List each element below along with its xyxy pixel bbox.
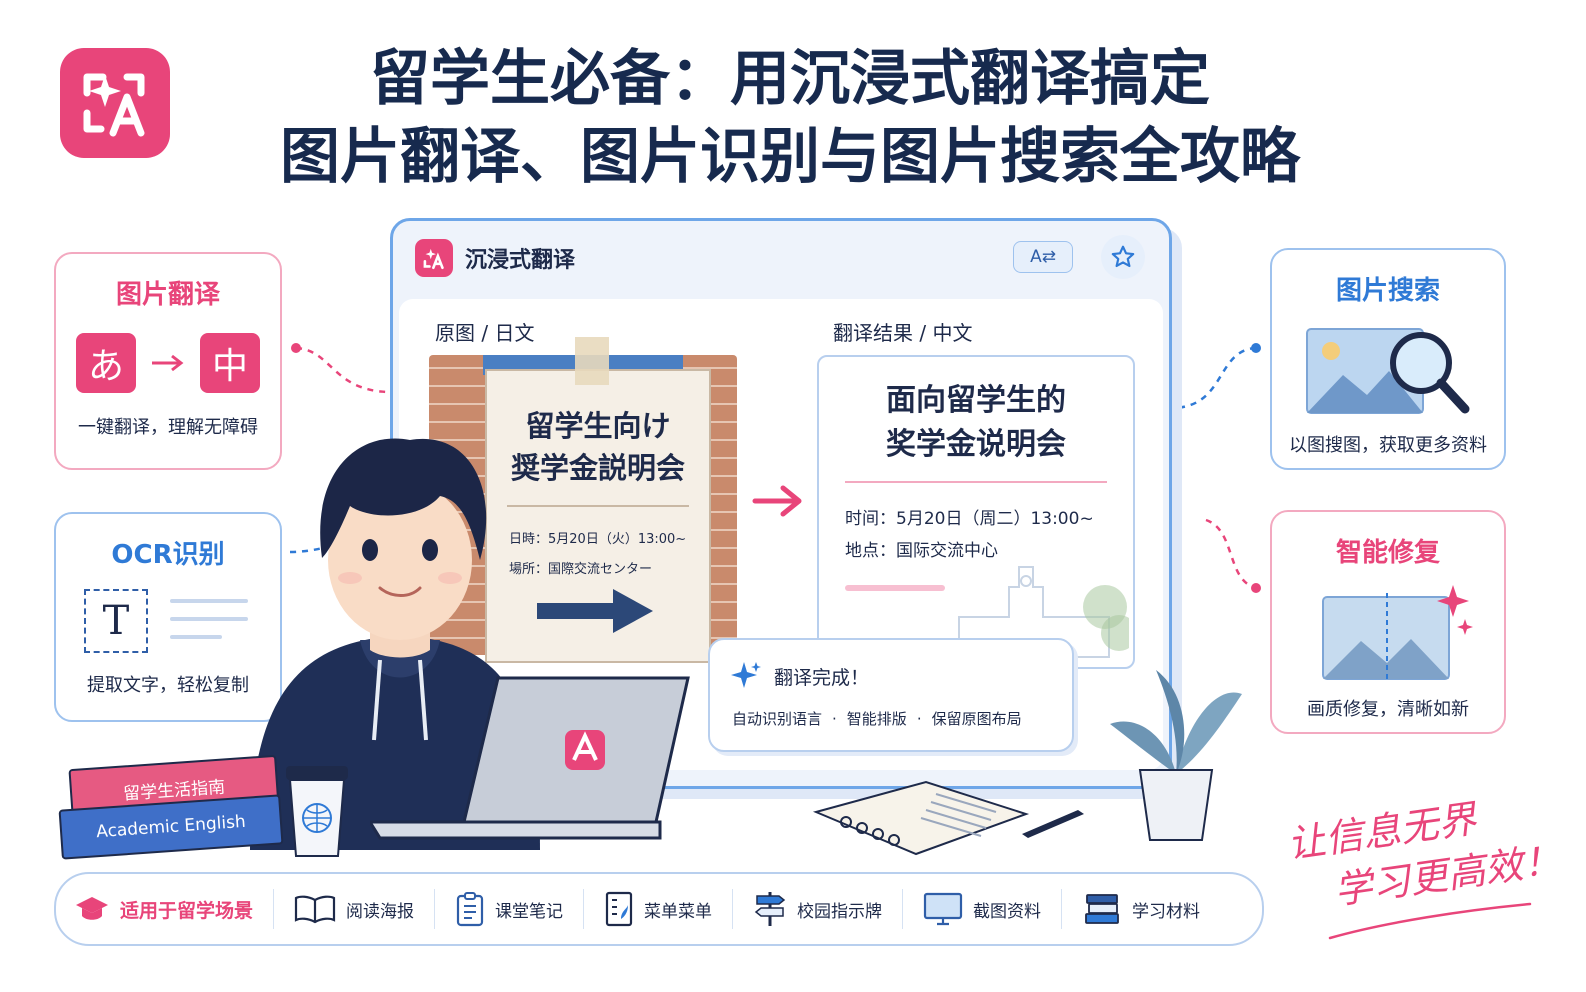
scenario-item-label: 菜单菜单 (644, 901, 713, 922)
source-char-tile: あ (76, 333, 136, 393)
scenario-label-text: 适用于留学场景 (120, 899, 254, 922)
poster-title-line-2: 奨学金説明会 (510, 451, 685, 485)
window-app-name: 沉浸式翻译 (465, 248, 576, 273)
poster-arrow-icon (537, 589, 653, 633)
result-place: 地点：国际交流中心 (845, 541, 998, 561)
feature-caption: 以图搜图，获取更多资料 (1289, 435, 1487, 456)
feature-title: 智能修复 (1335, 538, 1440, 568)
window-header: 沉浸式翻译 (415, 239, 575, 277)
page-title: 留学生必备：用沉浸式翻译搞定 图片翻译、图片识别与图片搜索全攻略 (200, 40, 1380, 196)
poster-title-line-1: 留学生向け (525, 409, 671, 443)
open-book-icon (294, 895, 336, 924)
feature-title: 图片翻译 (115, 280, 220, 310)
scenario-item-label: 学习材料 (1132, 901, 1201, 922)
result-placeholder-bar (845, 585, 945, 591)
scenario-label: 适用于留学场景 (56, 889, 273, 929)
ocr-illustration: T (56, 585, 280, 665)
title-line-2: 图片翻译、图片识别与图片搜索全攻略 (280, 122, 1300, 192)
arrow-right-icon (152, 354, 184, 372)
title-line-1: 留学生必备：用沉浸式翻译搞定 (370, 44, 1210, 114)
scenario-item-label: 课堂笔记 (495, 901, 564, 922)
campus-building-icon (958, 566, 1129, 658)
feature-card-image-translate: 图片翻译 あ 中 一键翻译，理解无障碍 (54, 252, 282, 470)
coffee-cup-icon (286, 766, 348, 857)
image-search-icon (1306, 328, 1470, 414)
feature-card-ocr: OCR识别 T 提取文字，轻松复制 (54, 512, 282, 722)
toast-title: 翻译完成！ (774, 666, 870, 689)
result-time: 时间：5月20日（周二）13:00~ (845, 509, 1094, 529)
toast-header: 翻译完成！ (730, 660, 1072, 692)
translate-toggle-button[interactable]: A⇄ (1013, 241, 1073, 273)
graduation-cap-icon (76, 897, 108, 920)
target-char-tile: 中 (200, 333, 260, 393)
translation-complete-toast: 翻译完成！ 自动识别语言 · 智能排版 · 保留原图布局 (708, 638, 1074, 752)
notebook-pen (812, 780, 1084, 856)
connector-lines-right (1170, 343, 1261, 593)
app-logo (60, 48, 170, 158)
scenario-item-menu: 菜单菜单 (583, 889, 732, 929)
translate-illustration: あ 中 (56, 333, 280, 393)
ocr-text-box: T (84, 589, 148, 653)
scenario-item-label: 阅读海报 (346, 901, 415, 922)
scenario-item-label: 截图资料 (973, 901, 1042, 922)
poster-details: 日時：5月20日（火）13:00~ 場所：国際交流センター (509, 525, 709, 585)
feature-title: OCR识别 (111, 540, 225, 570)
slogan-underline (1328, 902, 1532, 940)
original-poster: 留学生向け 奨学金説明会 日時：5月20日（火）13:00~ 場所：国際交流セン… (485, 337, 711, 663)
result-divider (845, 481, 1107, 483)
feature-caption: 提取文字，轻松复制 (87, 675, 249, 696)
monitor-icon (923, 892, 963, 926)
laptop (370, 676, 690, 840)
original-label: 原图 / 日文 (435, 321, 535, 345)
dot-separator: · (832, 709, 837, 728)
poster-date: 日時：5月20日（火）13:00~ (509, 532, 687, 547)
poster-divider (507, 505, 689, 507)
translated-label: 翻译结果 / 中文 (833, 321, 973, 345)
logo-translate-icon (423, 248, 444, 270)
menu-list-icon (605, 891, 633, 927)
toast-feature: 保留原图布局 (931, 710, 1022, 728)
scenario-item-screenshot: 截图资料 (902, 889, 1061, 929)
scenario-item-campus-sign: 校园指示牌 (732, 889, 902, 929)
student-illustration (250, 438, 540, 850)
sparkle-icon (731, 662, 761, 688)
scenario-item-reading-poster: 阅读海报 (273, 889, 434, 929)
image-restore-icon (1322, 585, 1473, 680)
clipboard-icon (456, 892, 484, 927)
feature-card-image-search: 图片搜索 以图搜图，获取更多资料 (1270, 248, 1506, 470)
toast-features: 自动识别语言 · 智能排版 · 保留原图布局 (732, 708, 1072, 729)
favorite-button[interactable] (1101, 235, 1145, 279)
arrow-right-icon (752, 485, 802, 517)
feature-caption: 一键翻译，理解无障碍 (78, 417, 258, 438)
dot-separator: · (916, 709, 922, 728)
potted-plant-icon (1110, 670, 1242, 841)
scenario-bar: 适用于留学场景 阅读海报 课堂笔记 菜单菜单 校园指示牌 截图资料 学习材料 (54, 872, 1264, 946)
scenario-item-study-materials: 学习材料 (1061, 889, 1220, 929)
book-stack-icon (1085, 894, 1119, 924)
signpost-icon (754, 892, 786, 926)
scenario-item-label: 校园指示牌 (797, 901, 883, 922)
feature-card-restore: 智能修复 画质修复，清晰如新 (1270, 510, 1506, 734)
text-lines-icon (170, 599, 248, 639)
poster-title: 留学生向け 奨学金説明会 (487, 405, 709, 489)
tape (575, 337, 609, 385)
window-logo (415, 239, 453, 277)
feature-caption: 画质修复，清晰如新 (1307, 699, 1469, 720)
result-title-line-2: 奖学金说明会 (886, 427, 1066, 462)
toast-feature: 自动识别语言 (732, 710, 823, 728)
star-icon (1111, 245, 1135, 268)
scenario-item-class-notes: 课堂笔记 (434, 889, 583, 929)
result-title: 面向留学生的 奖学金说明会 (819, 379, 1133, 467)
poster-place: 場所：国際交流センター (509, 562, 653, 577)
result-title-line-1: 面向留学生的 (886, 383, 1066, 418)
toast-feature: 智能排版 (846, 710, 907, 728)
logo-translate-icon (83, 73, 145, 137)
feature-title: 图片搜索 (1335, 276, 1440, 306)
translated-result: 面向留学生的 奖学金说明会 时间：5月20日（周二）13:00~ 地点：国际交流… (817, 355, 1135, 669)
result-details: 时间：5月20日（周二）13:00~ 地点：国际交流中心 (845, 503, 1133, 567)
